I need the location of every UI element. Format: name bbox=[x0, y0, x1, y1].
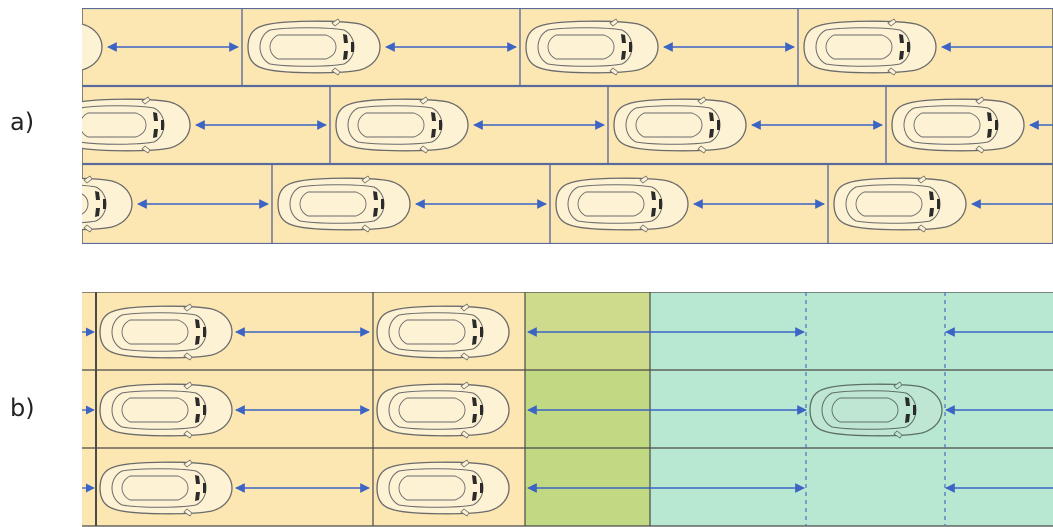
label-b: b) bbox=[10, 394, 35, 422]
car-icon bbox=[376, 459, 510, 517]
car-icon bbox=[555, 175, 689, 233]
car-icon bbox=[809, 381, 943, 439]
car-icon bbox=[247, 18, 381, 76]
car-icon bbox=[803, 18, 937, 76]
car-icon bbox=[99, 381, 233, 439]
car-icon bbox=[525, 18, 659, 76]
car-icon bbox=[277, 175, 411, 233]
car-icon bbox=[99, 459, 233, 517]
car-icon bbox=[82, 96, 191, 154]
car-icon bbox=[82, 23, 103, 71]
cell-frame bbox=[797, 8, 1053, 87]
car-icon bbox=[99, 303, 233, 361]
car-icon bbox=[891, 96, 1025, 154]
car-icon bbox=[833, 175, 967, 233]
cell-frame bbox=[827, 163, 1053, 244]
diagram-b bbox=[82, 292, 1053, 527]
cell-frame bbox=[0, 87, 52, 164]
car-icon bbox=[82, 175, 133, 233]
car-icon bbox=[376, 381, 510, 439]
car-icon bbox=[613, 96, 747, 154]
car-icon bbox=[335, 96, 469, 154]
label-a: a) bbox=[10, 108, 35, 136]
diagram-a bbox=[0, 8, 1053, 244]
cell-frame bbox=[885, 85, 1053, 165]
car-icon bbox=[376, 303, 510, 361]
